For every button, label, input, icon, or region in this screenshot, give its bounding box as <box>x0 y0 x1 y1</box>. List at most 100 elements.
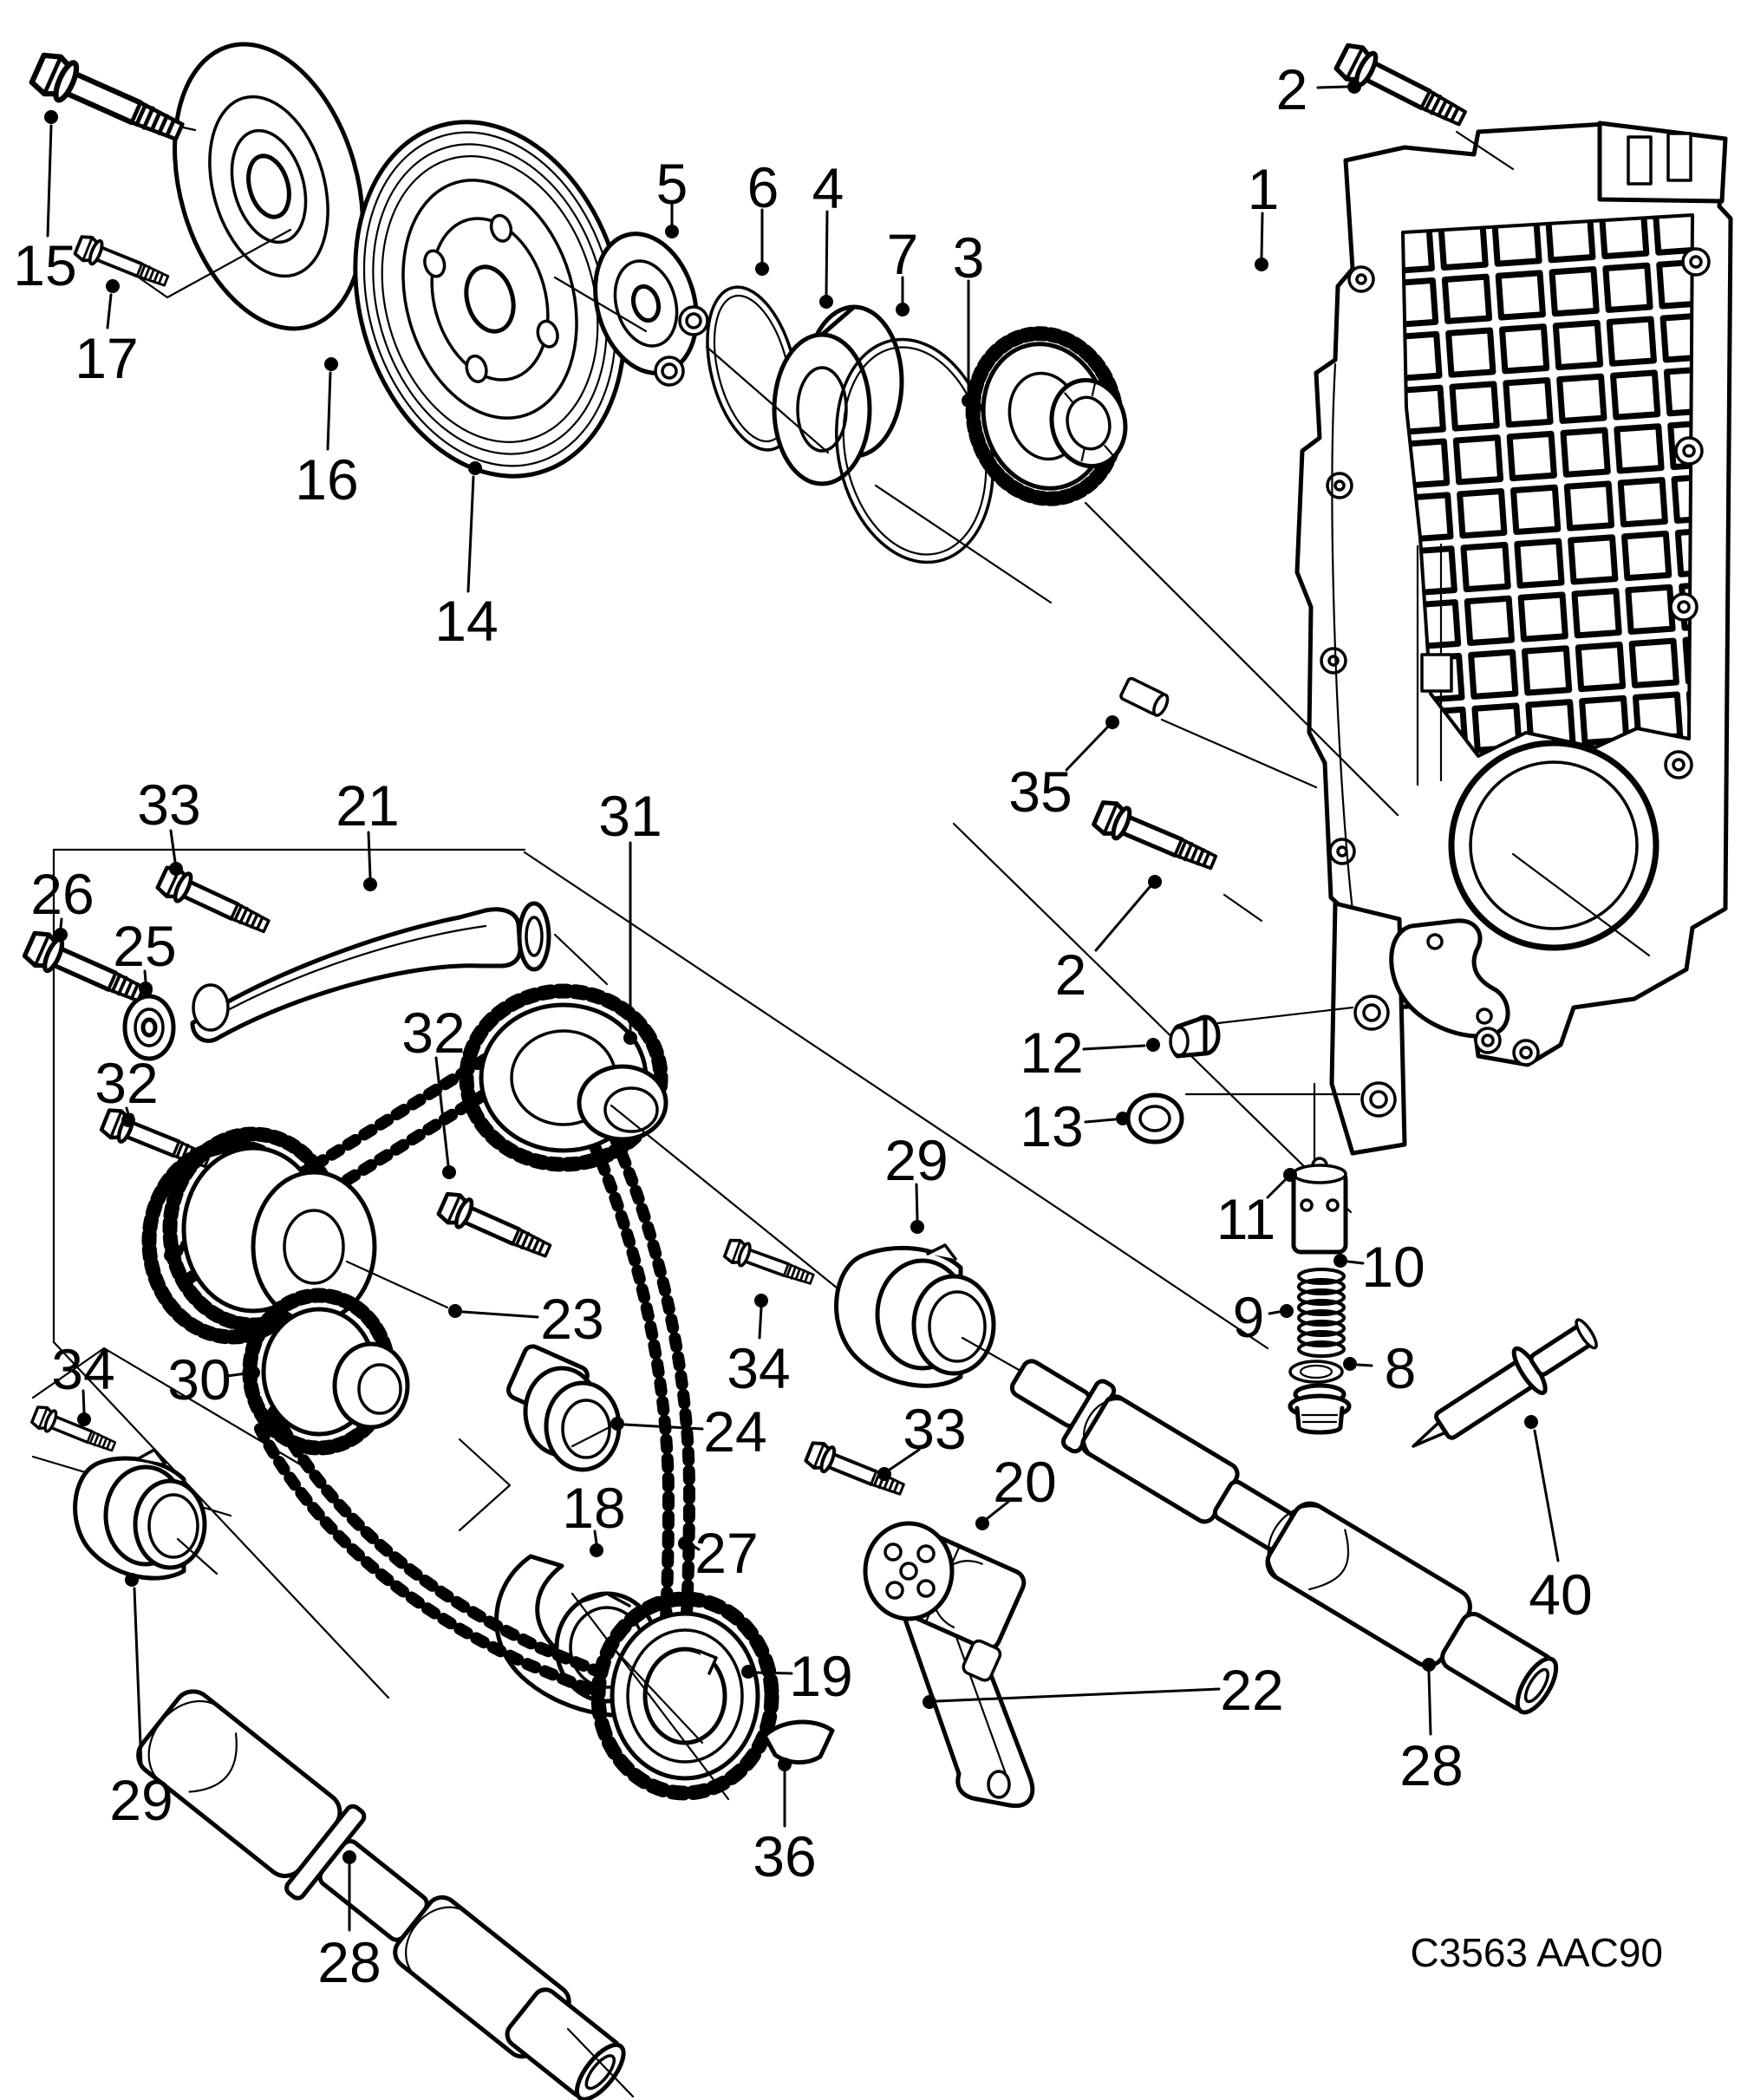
idler-pulley <box>173 42 365 331</box>
intermediate-sprocket-23 <box>141 1126 449 1345</box>
assembly-boxes <box>31 822 1353 1699</box>
cover-bolt-bosses <box>1320 247 1711 865</box>
part-label-33-right: 33 <box>903 1397 966 1461</box>
bearing-sleeve-29-upper <box>834 1243 1048 1388</box>
leader-33-top <box>169 829 183 876</box>
cover-lower-flange <box>1329 901 1407 1156</box>
leader-34-left <box>77 1389 91 1426</box>
part-label-22: 22 <box>1220 1658 1283 1722</box>
leader-9 <box>1268 1304 1294 1318</box>
pulley-hub <box>593 232 709 387</box>
part-label-36: 36 <box>753 1824 816 1888</box>
part-label-28-left: 28 <box>317 1930 381 1994</box>
plug-12 <box>1169 1014 1221 1059</box>
part-label-1: 1 <box>1248 157 1280 221</box>
leader-36 <box>778 1758 792 1828</box>
part-label-15: 15 <box>13 233 76 297</box>
leader-13 <box>1084 1112 1130 1125</box>
leader-35 <box>1065 715 1119 772</box>
leader-27 <box>678 1536 701 1551</box>
leader-40 <box>1524 1415 1560 1562</box>
tensioner-spring-10 <box>1297 1268 1346 1358</box>
chain-tensioner-20 <box>863 1521 1027 1682</box>
cover-waffle-grid <box>1401 213 1694 758</box>
leader-2-mid <box>1094 875 1162 952</box>
leader-32-left <box>121 1106 135 1127</box>
chain-guide-21 <box>190 901 609 1043</box>
leader-10 <box>1333 1254 1365 1268</box>
leader-22 <box>923 1687 1221 1709</box>
part-label-40: 40 <box>1529 1562 1592 1627</box>
part-label-16: 16 <box>295 447 358 512</box>
leader-6 <box>755 208 769 276</box>
figure-code: C3563 AAC90 <box>1410 1930 1663 1975</box>
stub-shaft-24 <box>505 1344 622 1472</box>
leader-23 <box>448 1304 539 1319</box>
leader-3 <box>962 279 975 408</box>
part-label-32-left: 32 <box>95 1051 158 1115</box>
leader-32-mid <box>434 1056 456 1179</box>
tensioner-plug-8 <box>1288 1383 1352 1435</box>
part-label-12: 12 <box>1020 1021 1083 1085</box>
part-label-7: 7 <box>887 222 919 286</box>
leader-12 <box>1082 1038 1160 1052</box>
leader-7 <box>896 276 910 316</box>
cover-seal-retainer <box>1389 918 1510 1039</box>
tensioner-washer-9 <box>1288 1360 1344 1384</box>
part-label-6: 6 <box>747 155 779 219</box>
tensioner-piston-11 <box>1291 1082 1348 1255</box>
part-label-32-mid: 32 <box>401 1001 465 1065</box>
dowel-pin <box>1119 676 1170 717</box>
part-label-20: 20 <box>993 1450 1056 1514</box>
part-label-29-upper: 29 <box>884 1128 948 1192</box>
part-label-34-right: 34 <box>727 1336 790 1400</box>
leader-21 <box>363 831 377 891</box>
leader-28-left <box>342 1850 356 1932</box>
part-label-30: 30 <box>167 1347 231 1412</box>
part-label-24: 24 <box>703 1399 766 1464</box>
cover-top-bracket <box>1597 121 1728 204</box>
leader-14 <box>466 461 482 593</box>
part-label-34-left: 34 <box>51 1337 114 1401</box>
part-label-28-right: 28 <box>1399 1733 1463 1797</box>
balance-shaft-28-right <box>1009 1359 1559 1715</box>
part-label-2-mid: 2 <box>1055 942 1087 1007</box>
leader-26 <box>54 917 68 942</box>
leader-20 <box>975 1500 1010 1530</box>
callout-labels: 15 17 16 14 5 6 4 7 3 2 1 35 2 12 13 11 … <box>13 57 1592 1994</box>
part-label-2-top: 2 <box>1276 57 1308 121</box>
leader-34-right <box>754 1294 768 1340</box>
crankshaft-gear <box>965 326 1128 506</box>
balance-shaft-28-left <box>136 1689 626 2100</box>
part-label-29-lower: 29 <box>109 1768 173 1832</box>
leader-1 <box>1255 212 1268 271</box>
part-label-8: 8 <box>1385 1336 1417 1400</box>
part-label-3: 3 <box>953 225 985 290</box>
leader-16 <box>324 357 338 451</box>
part-label-4: 4 <box>812 156 844 220</box>
part-label-26: 26 <box>30 862 94 926</box>
bearing-sleeve-29-lower <box>73 1448 218 1581</box>
part-label-33-top: 33 <box>137 773 200 837</box>
seal-13 <box>1125 1092 1184 1145</box>
part-label-25: 25 <box>113 914 176 978</box>
part-label-13: 13 <box>1020 1094 1083 1158</box>
leader-25 <box>139 969 153 995</box>
leader-24 <box>610 1417 704 1431</box>
crank-sprocket-19 <box>571 1591 779 1801</box>
leader-29-upper <box>910 1183 924 1234</box>
part-label-27: 27 <box>694 1521 758 1585</box>
leader-lines <box>44 80 1560 1932</box>
washer-25 <box>122 994 176 1061</box>
leader-18 <box>590 1529 603 1557</box>
assembly-lines-upper <box>137 118 1515 1096</box>
part-label-23: 23 <box>540 1287 603 1351</box>
woodruff-key-36 <box>762 1719 835 1764</box>
leader-17 <box>106 279 120 329</box>
leader-11 <box>1266 1168 1297 1199</box>
timing-cover <box>1294 121 1733 1156</box>
crankshaft-pulley <box>353 120 627 479</box>
camshaft-sprocket-31 <box>459 983 929 1363</box>
leader-2-top <box>1316 80 1361 94</box>
